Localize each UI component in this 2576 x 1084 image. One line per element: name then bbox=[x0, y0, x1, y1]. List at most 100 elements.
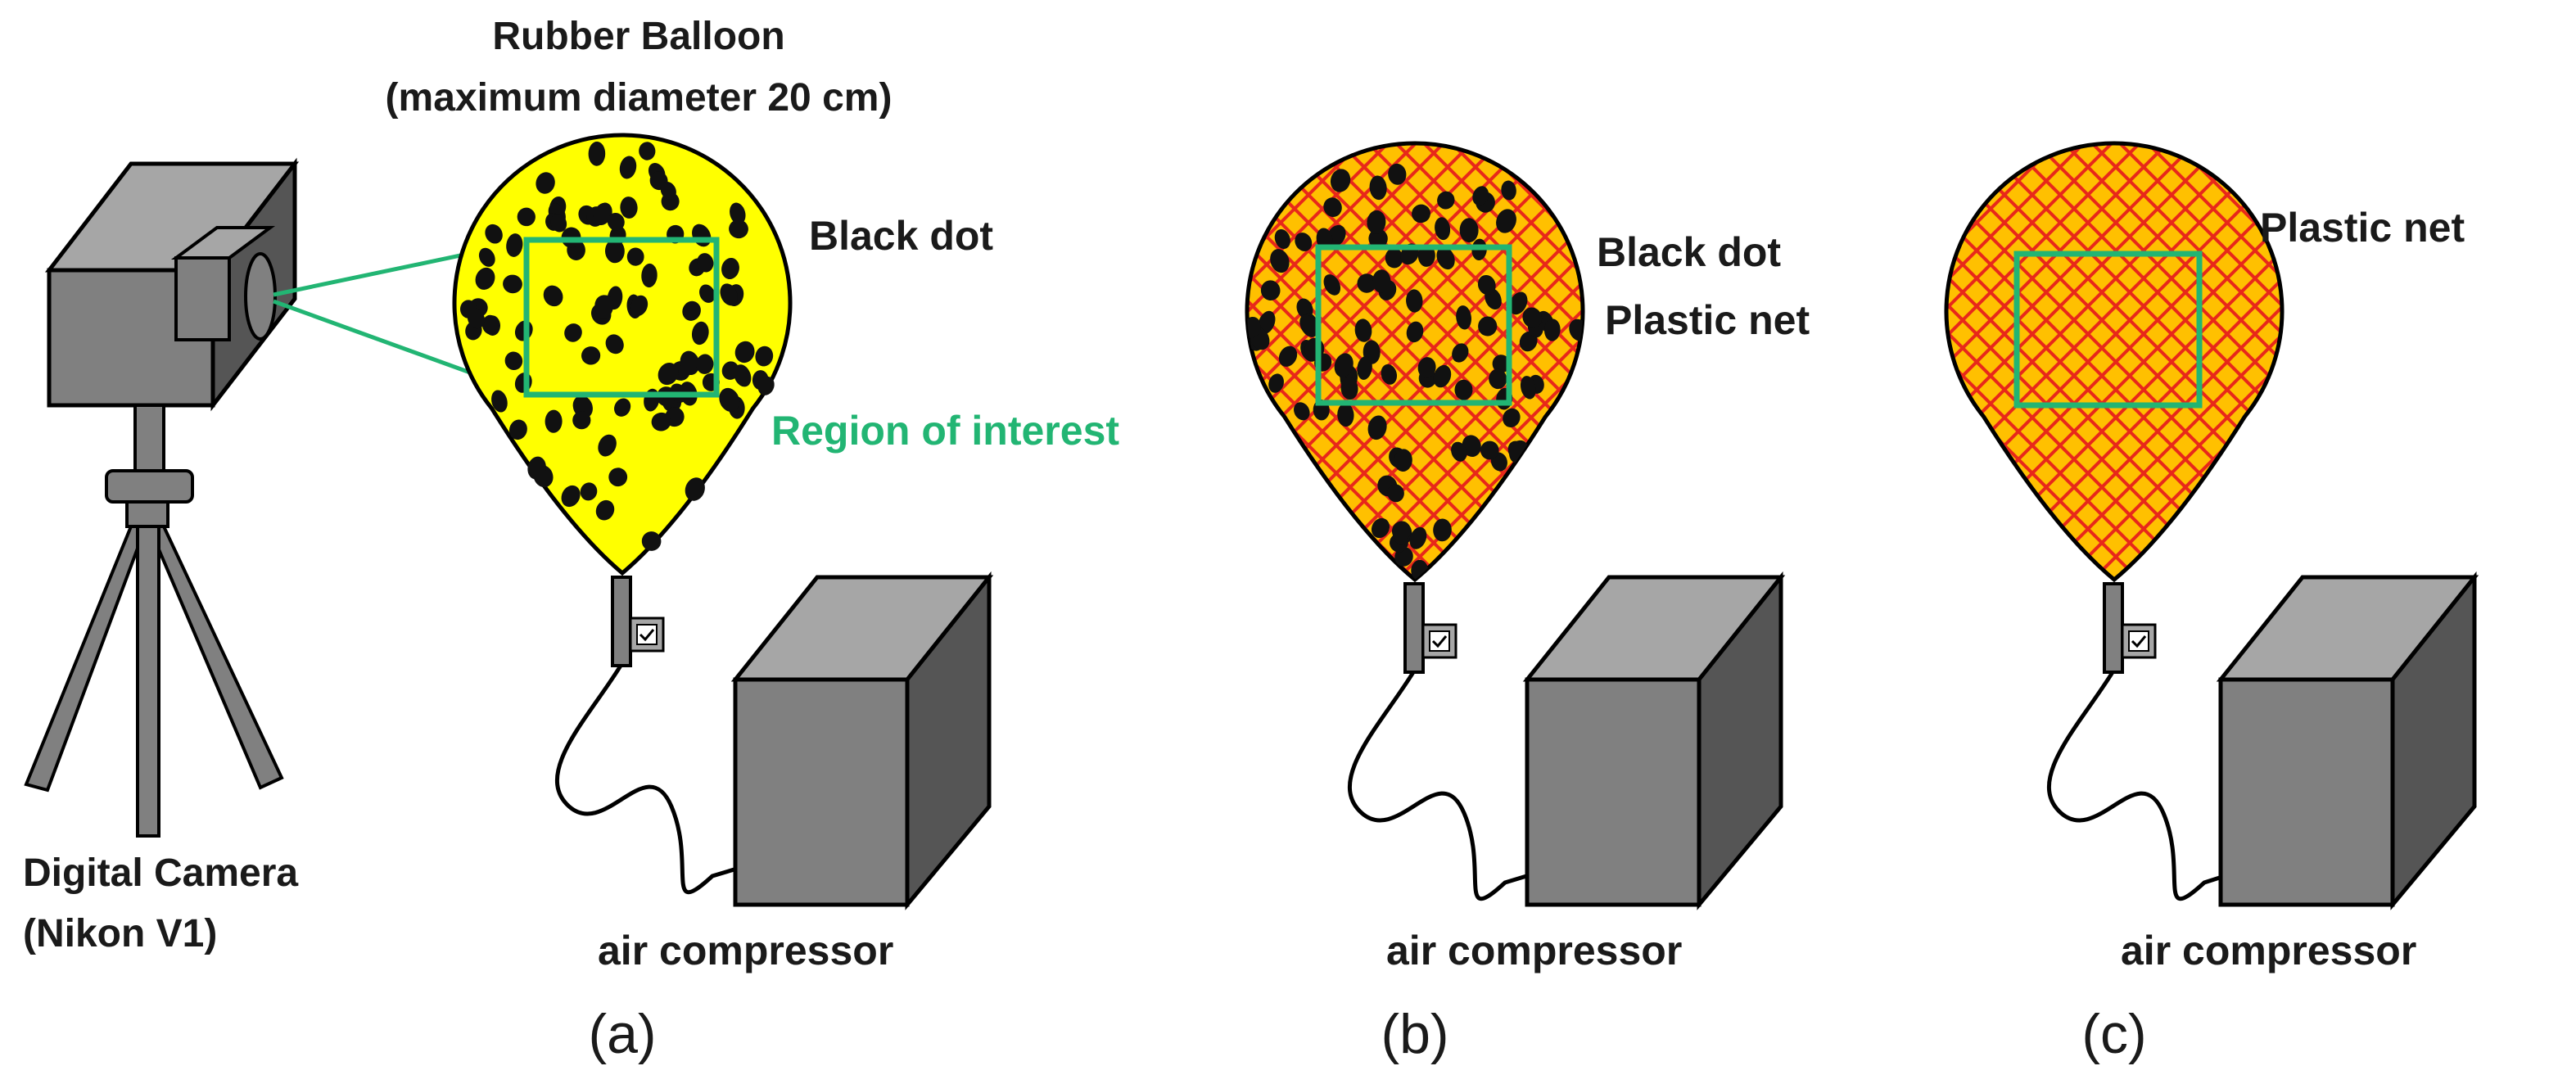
panel-label-b: (b) bbox=[1381, 1003, 1448, 1065]
black-dot bbox=[757, 376, 775, 395]
black-dot bbox=[1492, 355, 1511, 373]
black-dot bbox=[1367, 210, 1386, 234]
balloon-title: Rubber Balloon bbox=[492, 15, 784, 58]
black-dot-label: Black dot bbox=[809, 213, 993, 259]
region-of-interest-label: Region of interest bbox=[771, 408, 1119, 454]
black-dot bbox=[1520, 376, 1536, 400]
black-dot bbox=[550, 214, 567, 233]
black-dot bbox=[475, 267, 495, 290]
black-dot bbox=[1294, 402, 1310, 421]
black-dot bbox=[580, 482, 598, 501]
black-dot bbox=[680, 350, 700, 376]
valve-icon bbox=[611, 576, 665, 667]
region-of-interest-box bbox=[1315, 244, 1512, 406]
black-dot bbox=[734, 364, 752, 387]
black-dot bbox=[691, 321, 709, 346]
hose-icon bbox=[2047, 671, 2307, 901]
black-dot bbox=[682, 300, 701, 321]
black-dot bbox=[604, 239, 625, 264]
black-dot bbox=[1323, 197, 1342, 217]
black-dot bbox=[1367, 415, 1387, 440]
panel-label-a: (a) bbox=[588, 1003, 656, 1065]
black-dot bbox=[1501, 180, 1516, 201]
black-dot bbox=[660, 181, 676, 200]
black-dot-pattern bbox=[459, 141, 775, 551]
black-dot bbox=[721, 257, 739, 280]
camera-icon bbox=[44, 157, 527, 412]
black-dot bbox=[1462, 435, 1481, 457]
black-dot bbox=[536, 172, 555, 194]
black-dot bbox=[491, 390, 508, 413]
air-compressor-icon bbox=[730, 571, 994, 910]
black-dot bbox=[1334, 353, 1354, 377]
black-dot bbox=[1480, 440, 1499, 460]
black-dot bbox=[485, 224, 503, 244]
black-dot bbox=[1354, 318, 1372, 342]
black-dot-pattern bbox=[1246, 163, 1583, 580]
black-dot bbox=[504, 351, 523, 371]
black-dot bbox=[1406, 321, 1424, 343]
balloon-subtitle: (maximum diameter 20 cm) bbox=[386, 76, 893, 120]
black-dot bbox=[719, 387, 740, 412]
black-dot bbox=[481, 314, 499, 335]
black-dot bbox=[1451, 441, 1467, 462]
black-dot bbox=[1268, 373, 1284, 393]
black-dot bbox=[1496, 209, 1516, 233]
black-dot bbox=[1394, 449, 1412, 472]
black-dot bbox=[1387, 484, 1404, 503]
black-dot bbox=[685, 477, 705, 501]
panel-label-c: (c) bbox=[2081, 1003, 2146, 1065]
black-dot bbox=[1406, 289, 1423, 313]
black-dot bbox=[1435, 217, 1451, 241]
black-dot-label: Black dot bbox=[1597, 229, 1781, 275]
black-dot bbox=[614, 398, 631, 417]
black-dot bbox=[1299, 314, 1318, 337]
black-dot bbox=[1477, 274, 1496, 296]
black-dot bbox=[572, 411, 591, 430]
black-dot bbox=[1357, 356, 1372, 380]
tripod-icon bbox=[24, 404, 284, 838]
air-compressor-label: air compressor bbox=[598, 928, 893, 973]
black-dot bbox=[605, 334, 624, 355]
black-dot bbox=[508, 419, 527, 440]
black-dot bbox=[1388, 163, 1407, 185]
black-dot bbox=[620, 196, 638, 219]
valve-icon bbox=[2103, 582, 2157, 674]
black-dot bbox=[1452, 343, 1469, 363]
black-dot bbox=[1509, 291, 1528, 315]
camera-label: Digital Camera bbox=[23, 851, 298, 895]
black-dot bbox=[1472, 186, 1489, 206]
black-dot bbox=[1437, 191, 1455, 210]
hose-icon bbox=[1348, 671, 1614, 901]
black-dot bbox=[1369, 175, 1387, 201]
black-dot bbox=[1323, 274, 1341, 296]
air-compressor-label: air compressor bbox=[2121, 928, 2416, 973]
black-dot bbox=[478, 247, 495, 267]
black-dot bbox=[630, 295, 649, 317]
balloon-icon bbox=[1944, 141, 2285, 583]
black-dot bbox=[626, 247, 644, 266]
black-dot bbox=[1357, 273, 1376, 293]
black-dot bbox=[1456, 305, 1472, 330]
black-dot bbox=[1371, 517, 1390, 539]
black-dot bbox=[1295, 233, 1313, 251]
black-dot bbox=[1330, 169, 1351, 192]
black-dot bbox=[595, 295, 614, 319]
black-dot bbox=[543, 285, 563, 307]
air-compressor-icon bbox=[1522, 571, 1786, 910]
black-dot bbox=[595, 499, 615, 521]
black-dot bbox=[527, 456, 546, 480]
black-dot bbox=[641, 263, 658, 288]
black-dot bbox=[1270, 249, 1290, 273]
black-dot bbox=[561, 485, 581, 508]
black-dot bbox=[1459, 218, 1479, 243]
air-compressor-label: air compressor bbox=[1386, 928, 1682, 973]
black-dot bbox=[1368, 228, 1388, 249]
plastic-net-label: Plastic net bbox=[2260, 205, 2465, 251]
black-dot bbox=[1503, 408, 1521, 428]
black-dot bbox=[1372, 269, 1391, 293]
black-dot bbox=[593, 202, 612, 226]
hose-icon bbox=[555, 664, 822, 895]
camera-model-label: (Nikon V1) bbox=[23, 912, 217, 955]
